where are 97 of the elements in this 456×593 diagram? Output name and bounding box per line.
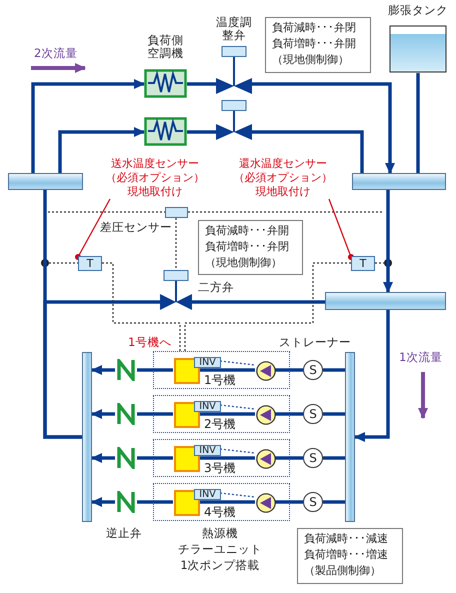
pipe (192, 300, 325, 304)
signal-line (220, 360, 256, 366)
pipe (199, 412, 255, 416)
text-label: 1次流量 (399, 351, 442, 364)
component-label: 膨張タンク (387, 4, 449, 17)
pipe (91, 453, 115, 463)
pipe (323, 500, 345, 504)
pipe (137, 412, 173, 416)
note-line: 負荷減時･･･弁閉 (272, 21, 356, 34)
header-pipe (345, 352, 355, 522)
pipe (58, 127, 145, 173)
pipe (323, 368, 345, 372)
pipe (187, 130, 216, 134)
pipe (275, 456, 303, 460)
pipe (137, 456, 173, 460)
pipe (323, 412, 345, 416)
text-label: 1次ポンプ搭載 (179, 559, 261, 572)
signal-line (49, 262, 78, 264)
pipe (199, 500, 255, 504)
pipe (252, 130, 364, 173)
sensor-note: 送水温度センサー（必須オプション）現地取付け (103, 157, 207, 199)
pipe (199, 368, 255, 372)
component-label: 差圧センサー (100, 221, 172, 234)
note-line: （現地側制御） (205, 256, 282, 269)
note-line: （現地側制御） (272, 53, 349, 66)
pipe (275, 368, 303, 372)
unit-label: 3号機 (204, 462, 236, 475)
pipe (91, 409, 115, 419)
pipe (275, 500, 303, 504)
unit-frame (153, 483, 290, 521)
unit-label: 4号機 (204, 506, 236, 519)
unit-frame (153, 439, 290, 477)
component-label: 二方弁 (198, 281, 234, 294)
chiller-box (174, 490, 200, 516)
note-line: （製品側制御） (304, 564, 381, 577)
strainer-symbol: S (303, 404, 323, 424)
sensor-box: T (351, 256, 375, 271)
inverter-box: INV (194, 401, 221, 412)
signal-line (220, 492, 256, 498)
pipe (252, 82, 395, 174)
signal-line (102, 262, 181, 351)
pipe (137, 368, 173, 372)
sensor-note: 還水温度センサー（必須オプション）現地取付け (231, 157, 335, 199)
pipe (137, 500, 173, 504)
pipe (91, 497, 115, 507)
note-box (297, 528, 403, 584)
text-label: 熱源機 (201, 527, 239, 540)
text-label: 逆止弁 (106, 527, 142, 540)
header-pipe (325, 292, 446, 310)
leader-line (75, 198, 111, 260)
inverter-box: INV (194, 445, 221, 456)
header-pipe (352, 173, 446, 190)
pipe (323, 456, 345, 460)
leader-line (328, 198, 354, 260)
chiller-box (174, 358, 200, 384)
pipe (43, 300, 160, 439)
pipe (416, 73, 420, 173)
text-label: ストレーナー (279, 336, 351, 349)
text-label: 2次流量 (34, 47, 78, 60)
sensor-box (165, 207, 188, 218)
pipe (354, 310, 390, 442)
inverter-box: INV (194, 489, 221, 500)
unit-label: 2号機 (204, 418, 236, 431)
pipe (275, 412, 303, 416)
note-line: 負荷減時･･･減速 (304, 532, 388, 545)
unit-frame (153, 395, 290, 433)
note-line: 負荷減時･･･弁開 (205, 224, 289, 237)
sensor-box: T (78, 256, 102, 271)
signal-line (220, 404, 256, 410)
strainer-symbol: S (303, 448, 323, 468)
component-label: 温度調整弁 (216, 16, 252, 42)
note-line: 負荷増時･･･弁閉 (205, 240, 289, 253)
note-line: 負荷増時･･･弁開 (272, 37, 356, 50)
pipe (31, 79, 145, 173)
pipe (187, 82, 216, 86)
signal-line (175, 218, 177, 270)
text-label: チラーユニット (177, 543, 263, 556)
strainer-symbol: S (303, 360, 323, 380)
note-line: 負荷増時･･･増速 (304, 548, 388, 561)
unit-label: 1号機 (204, 374, 236, 387)
strainer-symbol: S (303, 492, 323, 512)
chiller-box (174, 402, 200, 428)
signal-line (375, 262, 385, 264)
signal-line (184, 262, 351, 351)
pipe (383, 190, 393, 293)
note-box (198, 220, 303, 275)
inverter-box: INV (194, 357, 221, 368)
header-pipe (8, 173, 83, 190)
component-label: 負荷側空調機 (146, 34, 184, 60)
chiller-box (174, 446, 200, 472)
pipe (199, 456, 255, 460)
text-label: 1号機へ (128, 336, 172, 349)
header-pipe (82, 352, 92, 522)
unit-frame (153, 351, 290, 389)
note-box (265, 17, 371, 73)
pipe (91, 365, 115, 375)
signal-line (220, 448, 256, 454)
